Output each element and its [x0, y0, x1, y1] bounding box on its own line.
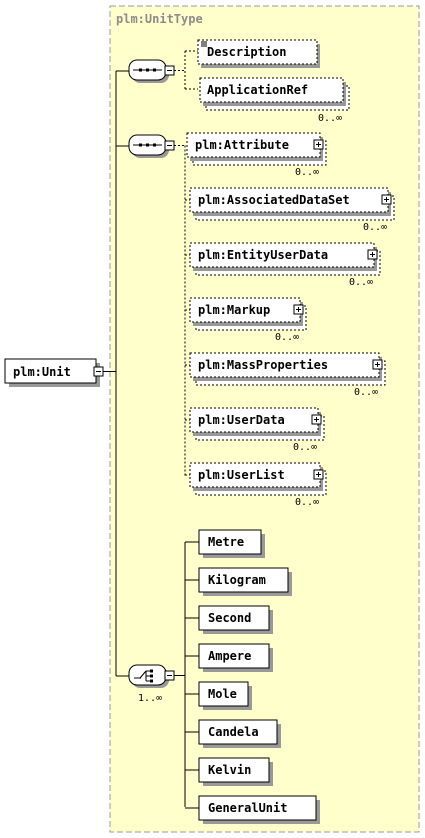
- choice-option-candela[interactable]: Candela: [198, 719, 281, 748]
- choice-compositor[interactable]: [128, 664, 169, 688]
- choice-option-label: Metre: [208, 535, 244, 549]
- element-description[interactable]: Description: [197, 39, 320, 68]
- choice-option-kilogram[interactable]: Kilogram: [198, 567, 292, 596]
- element-application-ref[interactable]: ApplicationRef 0..∞: [199, 77, 350, 124]
- sequence-compositor-1[interactable]: [128, 59, 169, 83]
- element-label: plm:MassProperties: [198, 358, 328, 372]
- choice-option-label: Kilogram: [208, 573, 266, 587]
- occurrence-label: 0..∞: [295, 497, 319, 508]
- element-user-data[interactable]: plm:UserData 0..∞: [189, 407, 325, 453]
- occurrence-label: 0..∞: [275, 332, 299, 343]
- choice-option-ampere[interactable]: Ampere: [198, 643, 273, 672]
- application-ref-label: ApplicationRef: [207, 83, 308, 97]
- expand-toggle[interactable]: [293, 304, 304, 315]
- element-label: plm:AssociatedDataSet: [198, 193, 350, 207]
- element-mass-properties[interactable]: plm:MassProperties 0..∞: [189, 352, 386, 398]
- element-label: plm:Attribute: [195, 138, 289, 152]
- choice-option-generalunit[interactable]: GeneralUnit: [198, 795, 320, 824]
- element-label: plm:UserData: [198, 413, 285, 427]
- element-markup[interactable]: plm:Markup 0..∞: [189, 297, 307, 343]
- sequence-2-connectors: [174, 145, 186, 477]
- choice-option-kelvin[interactable]: Kelvin: [198, 757, 273, 786]
- element-attribute[interactable]: plm:Attribute 0..∞: [186, 132, 327, 178]
- choice-option-label: Mole: [208, 687, 237, 701]
- sequence-2-collapse-toggle[interactable]: [164, 140, 175, 151]
- sequence-2-elements: plm:Attribute 0..∞ plm:AssociatedDataSet 0.…: [185, 132, 395, 508]
- choice-option-label: Ampere: [208, 649, 251, 663]
- choice-option-mole[interactable]: Mole: [198, 681, 252, 710]
- choice-option-metre[interactable]: Metre: [198, 529, 265, 558]
- choice-elements: MetreKilogramSecondAmpereMoleCandelaKelv…: [185, 529, 320, 824]
- expand-toggle[interactable]: [311, 414, 322, 425]
- sequence-1-connectors: [174, 50, 198, 90]
- choice-occurrence: 1..∞: [138, 693, 162, 704]
- choice-option-label: Second: [208, 611, 251, 625]
- element-entity-user-data[interactable]: plm:EntityUserData 0..∞: [189, 242, 381, 288]
- element-label: plm:Markup: [198, 303, 270, 317]
- occurrence-label: 0..∞: [354, 387, 378, 398]
- element-label: plm:EntityUserData: [198, 248, 328, 262]
- element-label: plm:UserList: [198, 468, 285, 482]
- occurrence-label: 0..∞: [293, 442, 317, 453]
- occurrence-label: 0..∞: [349, 277, 373, 288]
- choice-connectors: [174, 542, 186, 807]
- unit-type-label: plm:UnitType: [116, 12, 203, 26]
- choice-collapse-toggle[interactable]: [164, 670, 175, 681]
- description-label: Description: [207, 45, 286, 59]
- occurrence-label: 0..∞: [295, 167, 319, 178]
- element-user-list[interactable]: plm:UserList 0..∞: [189, 462, 327, 508]
- root-expand-toggle[interactable]: [93, 366, 104, 377]
- expand-toggle[interactable]: [367, 249, 378, 260]
- choice-option-label: Kelvin: [208, 763, 251, 777]
- choice-option-second[interactable]: Second: [198, 605, 273, 634]
- expand-toggle[interactable]: [372, 359, 383, 370]
- root-element-plm-unit[interactable]: plm:Unit: [4, 358, 100, 387]
- expand-toggle[interactable]: [313, 469, 324, 480]
- occurrence-label: 0..∞: [363, 222, 387, 233]
- choice-option-label: GeneralUnit: [208, 801, 287, 815]
- expand-toggle[interactable]: [313, 139, 324, 150]
- application-ref-occurrence: 0..∞: [318, 113, 342, 124]
- element-associated-data-set[interactable]: plm:AssociatedDataSet 0..∞: [189, 187, 395, 233]
- expand-toggle[interactable]: [381, 194, 392, 205]
- choice-option-label: Candela: [208, 725, 259, 739]
- root-element-label: plm:Unit: [13, 365, 71, 379]
- sequence-compositor-2[interactable]: [128, 134, 169, 158]
- sequence-1-collapse-toggle[interactable]: [164, 65, 175, 76]
